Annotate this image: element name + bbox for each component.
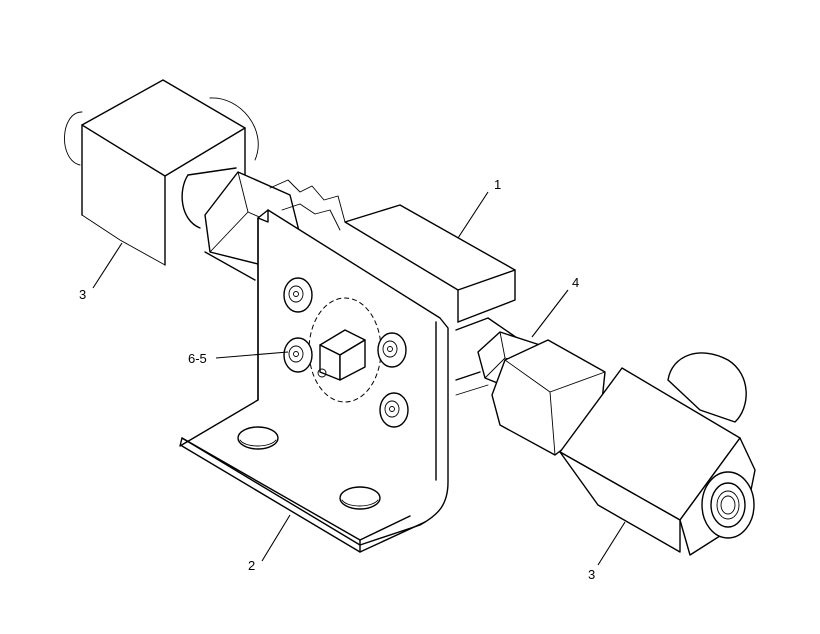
callout-1: 1 — [494, 177, 501, 192]
right-fitting-part-3 — [559, 352, 756, 556]
leader-3-left — [92, 242, 123, 289]
callout-4: 4 — [572, 275, 579, 290]
screw-top-left — [283, 277, 313, 313]
callout-3-right: 3 — [588, 567, 595, 582]
leader-3-right — [597, 521, 626, 566]
screws-6-5 — [283, 277, 409, 428]
callout-3-left: 3 — [79, 287, 86, 302]
right-coupling-part-4 — [455, 317, 606, 456]
leader-4 — [531, 289, 569, 338]
leader-lines — [92, 191, 626, 566]
leader-1 — [457, 191, 489, 239]
screw-bottom-right — [379, 392, 409, 428]
callout-6-5: 6-5 — [188, 351, 207, 366]
screw-left — [283, 337, 313, 373]
part-1-block — [344, 204, 516, 323]
bracket-part-2 — [179, 209, 449, 553]
callout-2: 2 — [248, 558, 255, 573]
screw-right — [377, 332, 407, 368]
leader-2 — [261, 514, 291, 562]
callouts: 1 3 4 6-5 2 3 — [79, 177, 595, 582]
leader-6-5 — [215, 351, 289, 359]
